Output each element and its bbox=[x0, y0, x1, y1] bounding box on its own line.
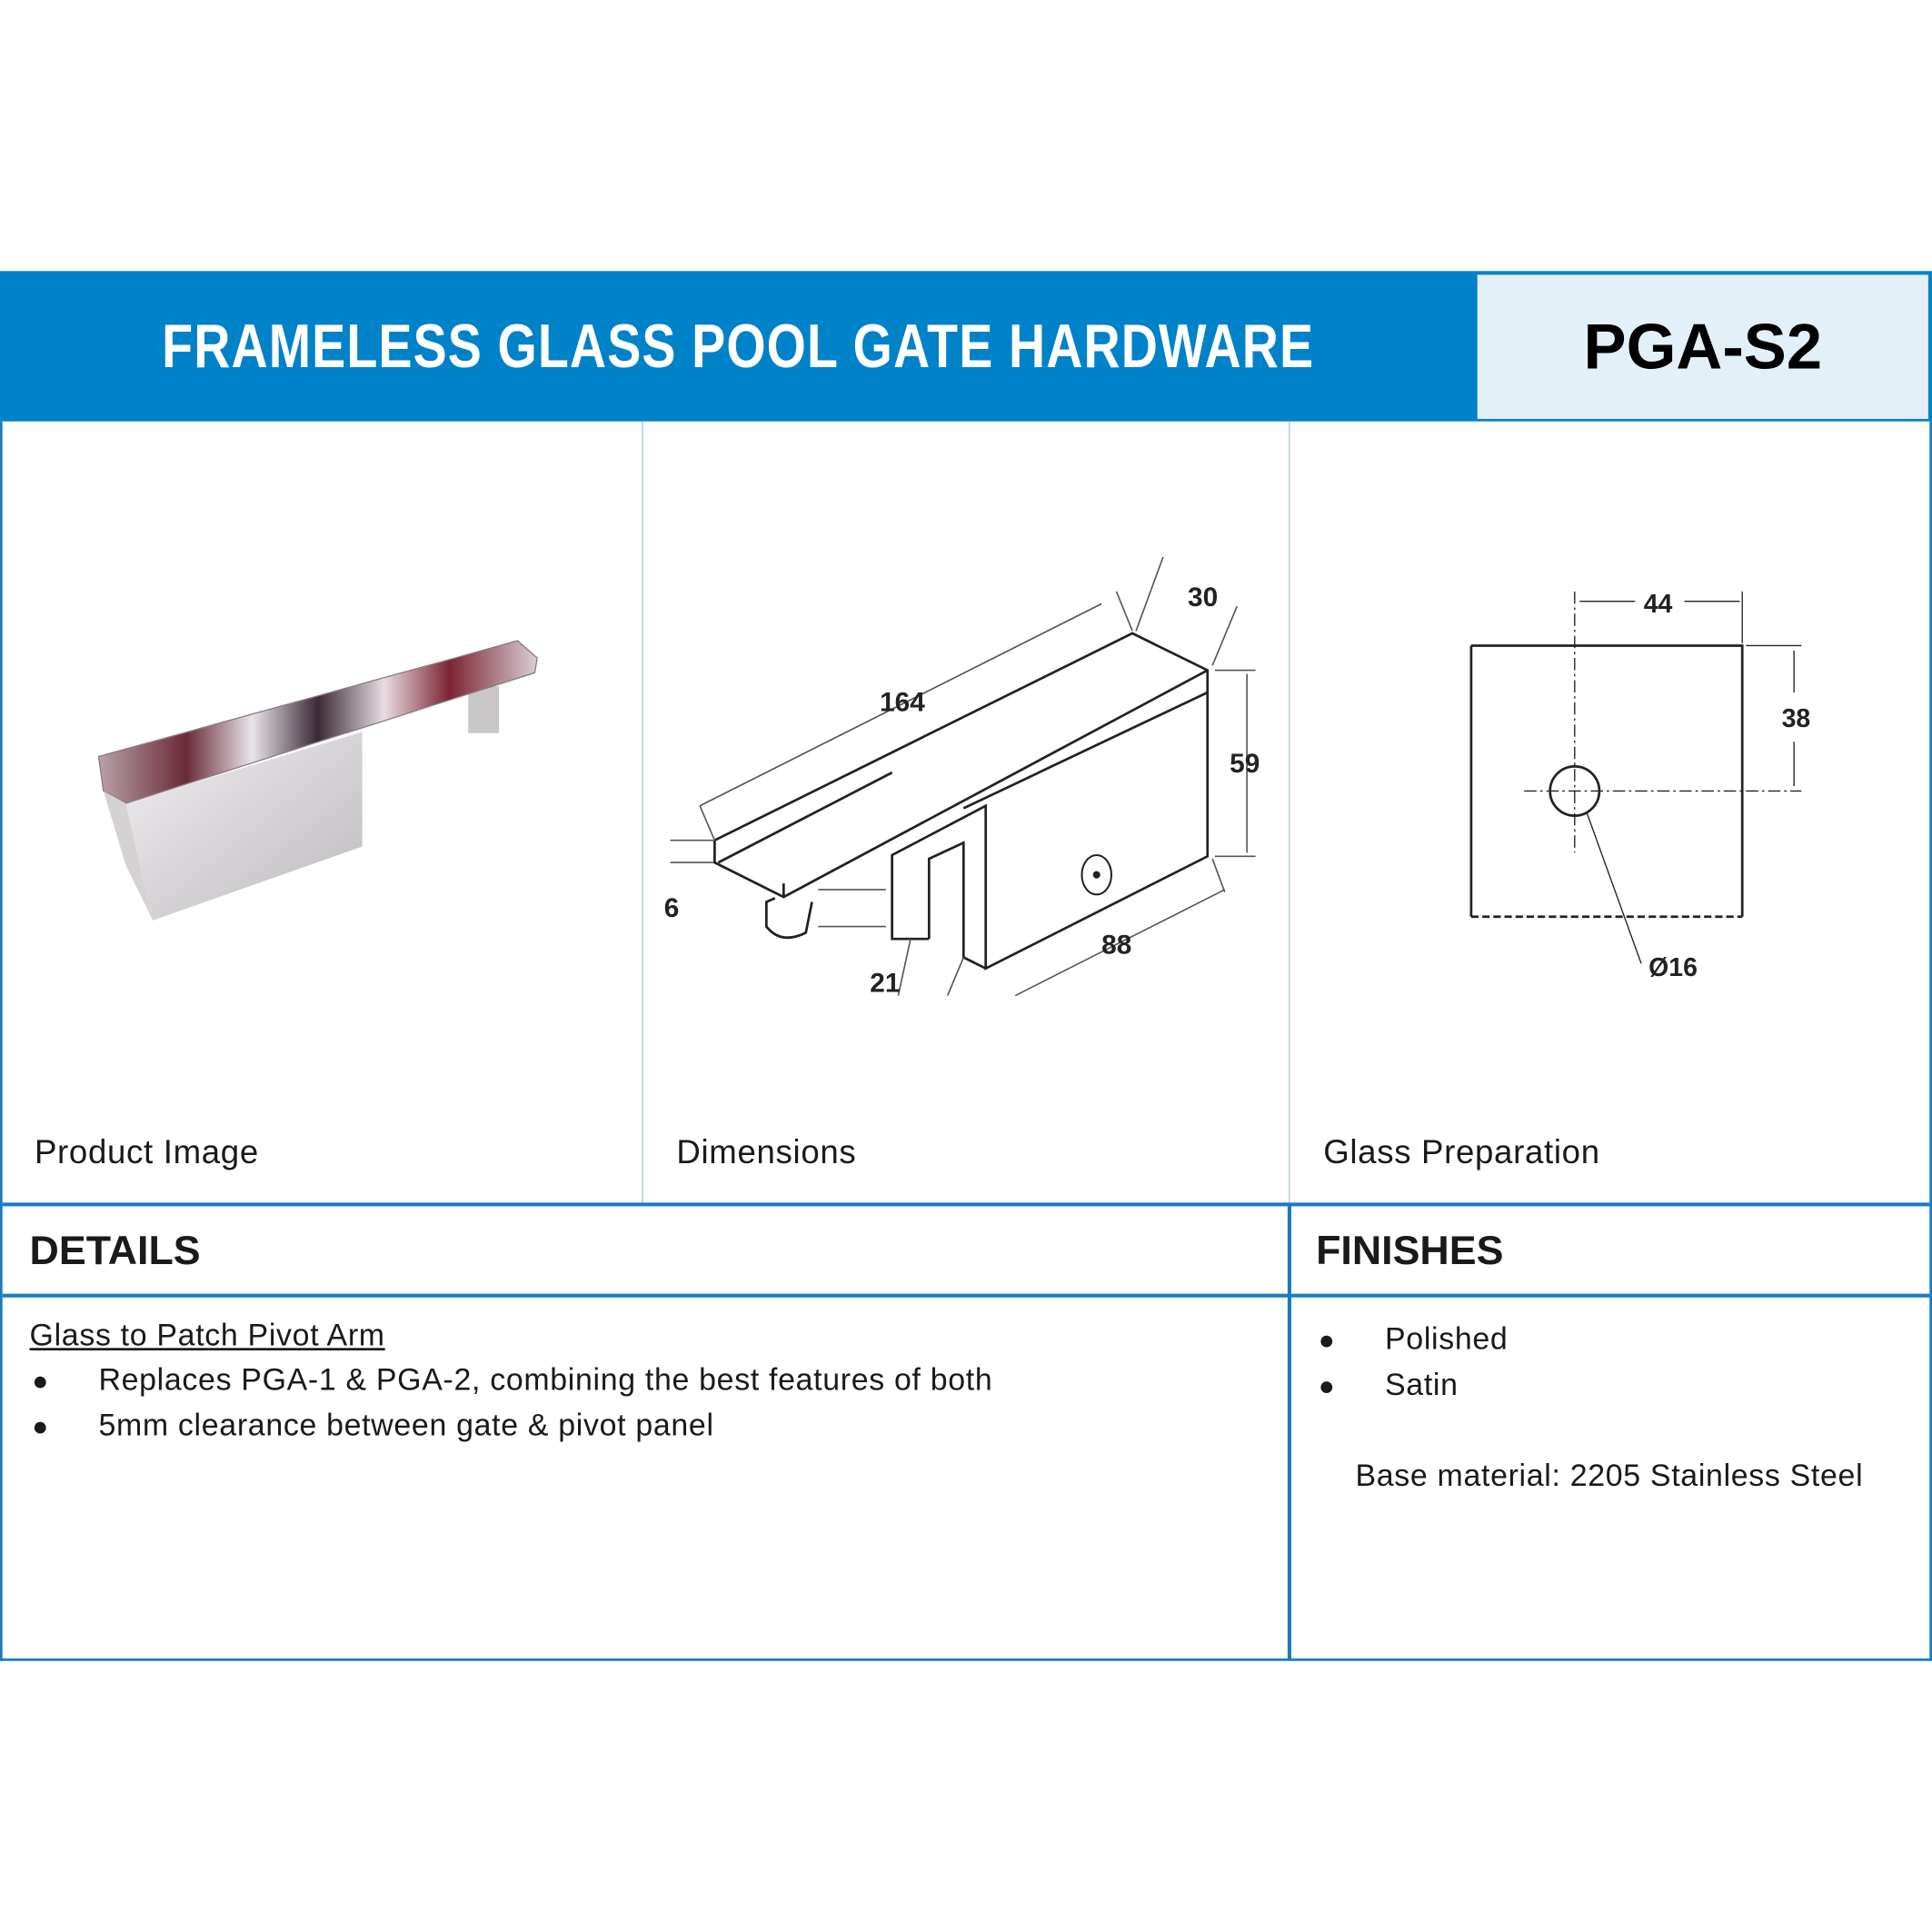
dim-width: 30 bbox=[1188, 583, 1218, 612]
bullet: ● bbox=[1318, 1324, 1335, 1356]
page-title: FRAMELESS GLASS POOL GATE HARDWARE bbox=[162, 312, 1315, 381]
details-item: Replaces PGA-1 & PGA-2, combining the be… bbox=[98, 1362, 993, 1398]
bullet: ● bbox=[32, 1365, 49, 1397]
product-image bbox=[97, 640, 538, 921]
caption-glass-preparation: Glass Preparation bbox=[1323, 1133, 1600, 1171]
dim-plate: 88 bbox=[1101, 930, 1131, 960]
finishes-heading: FINISHES bbox=[1316, 1227, 1504, 1273]
glass-preparation-drawing: 44 38 Ø16 bbox=[1469, 590, 1811, 982]
dimensions-drawing: 164 30 59 6 21 88 bbox=[664, 556, 1260, 998]
base-material: Base material: 2205 Stainless Steel bbox=[1355, 1459, 1864, 1494]
dim-pin: 21 bbox=[870, 968, 900, 998]
product-code: PGA-S2 bbox=[1477, 274, 1928, 419]
prep-width: 44 bbox=[1644, 590, 1673, 619]
prep-height: 38 bbox=[1782, 704, 1811, 733]
details-item: 5mm clearance between gate & pivot panel bbox=[98, 1408, 714, 1443]
caption-dimensions: Dimensions bbox=[676, 1133, 857, 1171]
finish-item: Satin bbox=[1384, 1368, 1459, 1402]
dim-length: 164 bbox=[880, 687, 925, 717]
divider bbox=[2, 1293, 1930, 1298]
dim-height: 59 bbox=[1230, 749, 1260, 779]
bullet: ● bbox=[32, 1410, 49, 1442]
divider bbox=[1289, 421, 1290, 1206]
bullet: ● bbox=[1318, 1369, 1335, 1401]
details-heading: DETAILS bbox=[29, 1227, 201, 1273]
divider bbox=[2, 1202, 1930, 1207]
header-bar: FRAMELESS GLASS POOL GATE HARDWARE PGA-S… bbox=[0, 271, 1932, 422]
dim-thickness: 6 bbox=[664, 893, 680, 923]
finish-item: Polished bbox=[1384, 1321, 1509, 1357]
caption-product-image: Product Image bbox=[34, 1133, 259, 1171]
divider bbox=[1287, 1205, 1291, 1659]
details-subtitle: Glass to Patch Pivot Arm bbox=[29, 1318, 385, 1353]
prep-hole-diameter: Ø16 bbox=[1648, 953, 1698, 982]
content-grid: 164 30 59 6 21 88 44 38 Ø16 Product Imag… bbox=[0, 421, 1932, 1661]
